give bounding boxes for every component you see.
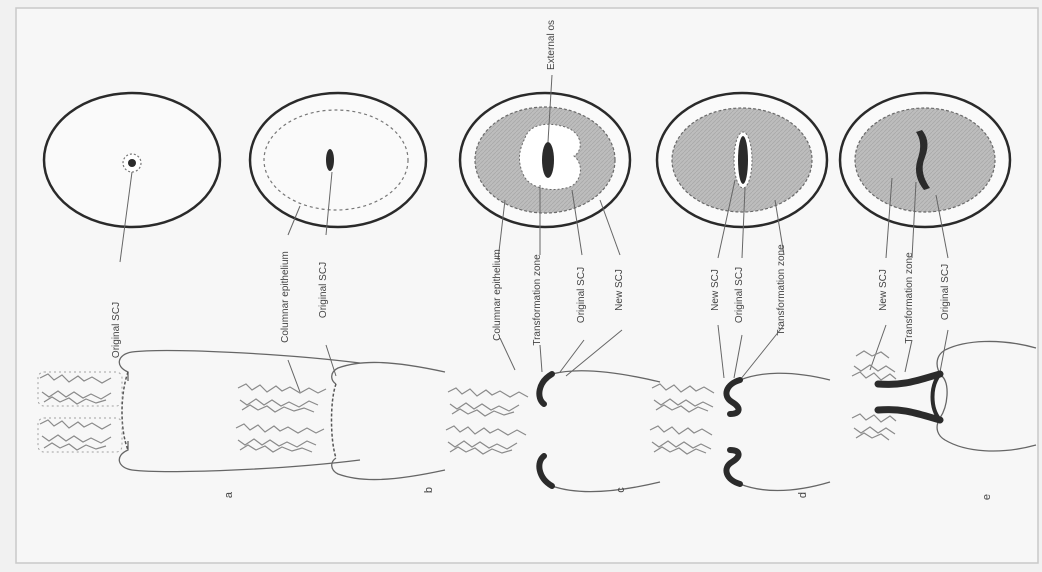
- leader-line: [565, 329, 623, 377]
- label-external-os-c: External os: [546, 20, 557, 70]
- leader-line: [739, 324, 785, 381]
- leader-line: [287, 205, 301, 236]
- leader-line: [499, 337, 516, 371]
- leader-line: [119, 171, 133, 263]
- original-scj-ring-b: [263, 109, 409, 211]
- panel-letter-d: d: [797, 492, 809, 498]
- leader-line: [325, 171, 333, 236]
- leader-line: [497, 199, 506, 261]
- leader-line: [935, 194, 949, 259]
- label-new-scj-d: New SCJ: [710, 269, 721, 311]
- panel-d: New SCJ Original SCJ Transformation zone…: [649, 91, 831, 498]
- label-transformation-zone-e: Transformation zone: [904, 252, 915, 344]
- panel-letter-e: e: [981, 494, 993, 500]
- leader-line: [911, 181, 917, 259]
- label-new-scj-c: New SCJ: [614, 269, 625, 311]
- external-os-d: [738, 136, 748, 184]
- canal-section-a: [37, 349, 361, 473]
- panel-b: Columnar epithelium Original SCJ b: [235, 91, 446, 493]
- external-os-e: [916, 130, 930, 190]
- panel-a: Original SCJ a: [37, 91, 361, 498]
- panel-c: External os Columnar epithelium Transfor…: [445, 20, 661, 493]
- label-columnar-epithelium-c: Columnar epithelium: [492, 249, 503, 341]
- canal-section-c: [445, 370, 661, 493]
- leader-line: [287, 359, 301, 393]
- leader-line: [599, 199, 621, 256]
- label-transformation-zone-d: Transformation zone: [776, 244, 787, 336]
- label-new-scj-e: New SCJ: [878, 269, 889, 311]
- panel-letter-b: b: [423, 487, 435, 493]
- external-os-a: [128, 159, 136, 167]
- leader-line: [539, 344, 543, 373]
- label-original-scj-d: Original SCJ: [734, 267, 745, 323]
- label-original-scj-e: Original SCJ: [940, 264, 951, 320]
- leader-line: [904, 339, 913, 373]
- leader-line: [571, 189, 583, 256]
- leader-line: [547, 74, 553, 143]
- panel-letter-c: c: [615, 487, 627, 493]
- canal-section-e: [851, 340, 1037, 452]
- label-original-scj-b: Original SCJ: [318, 262, 329, 318]
- leader-line: [885, 177, 893, 259]
- cervix-face-b: [248, 91, 428, 229]
- canal-section-b: [235, 361, 446, 481]
- canal-section-d: [649, 372, 831, 492]
- label-transformation-zone-c: Transformation zone: [532, 254, 543, 346]
- leader-line: [717, 324, 725, 379]
- label-columnar-epithelium-b: Columnar epithelium: [280, 251, 291, 343]
- label-original-scj-c: Original SCJ: [576, 267, 587, 323]
- panel-letter-a: a: [223, 491, 235, 498]
- leader-line: [559, 339, 585, 373]
- leader-line: [774, 199, 785, 256]
- leader-line: [717, 179, 736, 259]
- leader-line: [741, 187, 746, 259]
- external-os-b: [326, 149, 334, 171]
- panel-e: New SCJ Transformation zone Original SCJ…: [838, 91, 1037, 500]
- leader-line: [733, 334, 743, 379]
- transformation-zone-e: [854, 107, 996, 213]
- label-original-scj-a: Original SCJ: [111, 302, 122, 358]
- external-os-c: [542, 142, 554, 178]
- leader-line: [869, 324, 887, 371]
